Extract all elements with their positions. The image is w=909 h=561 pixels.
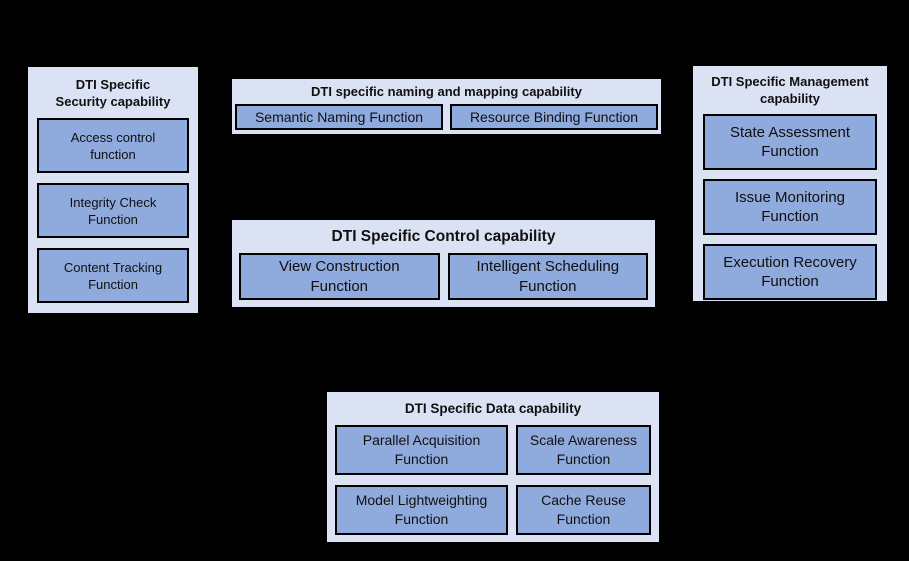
function-box-resource-binding: Resource Binding Function <box>450 104 658 130</box>
function-box-issue-monitoring: Issue Monitoring Function <box>703 179 877 236</box>
function-box-scale-awareness: Scale Awareness Function <box>516 424 651 475</box>
function-box-parallel-acquisition: Parallel Acquisition Function <box>335 424 508 475</box>
function-list-security: Access control function Integrity Check … <box>28 110 198 313</box>
function-box-semantic-naming: Semantic Naming Function <box>235 104 443 130</box>
group-title-data: DTI Specific Data capability <box>404 401 582 416</box>
group-naming-and-mapping-capability: DTI specific naming and mapping capabili… <box>230 77 663 136</box>
group-title-security: DTI Specific Security capability <box>55 77 171 110</box>
function-box-integrity-check: Integrity Check Function <box>37 183 189 239</box>
function-list-data: Parallel Acquisition Function Scale Awar… <box>327 418 659 543</box>
group-title-management: DTI Specific Management capability <box>711 74 869 107</box>
function-box-view-construction: View Construction Function <box>239 253 440 300</box>
group-control-capability: DTI Specific Control capability View Con… <box>230 218 657 309</box>
function-box-model-lightweighting: Model Lightweighting Function <box>335 484 508 535</box>
group-title-naming-and-mapping: DTI specific naming and mapping capabili… <box>311 84 582 99</box>
function-box-state-assessment: State Assessment Function <box>703 114 877 171</box>
function-list-naming-and-mapping: Semantic Naming Function Resource Bindin… <box>232 100 661 134</box>
function-list-management: State Assessment Function Issue Monitori… <box>693 107 887 307</box>
function-box-cache-reuse: Cache Reuse Function <box>516 484 651 535</box>
group-security-capability: DTI Specific Security capability Access … <box>26 65 200 315</box>
function-box-execution-recovery: Execution Recovery Function <box>703 244 877 301</box>
group-data-capability: DTI Specific Data capability Parallel Ac… <box>325 390 661 544</box>
group-management-capability: DTI Specific Management capability State… <box>691 64 889 303</box>
function-box-content-tracking: Content Tracking Function <box>37 248 189 304</box>
function-box-intelligent-scheduling: Intelligent Scheduling Function <box>447 253 648 300</box>
group-title-control: DTI Specific Control capability <box>331 228 556 245</box>
function-list-control: View Construction Function Intelligent S… <box>232 247 655 307</box>
function-box-access-control: Access control function <box>37 118 189 174</box>
